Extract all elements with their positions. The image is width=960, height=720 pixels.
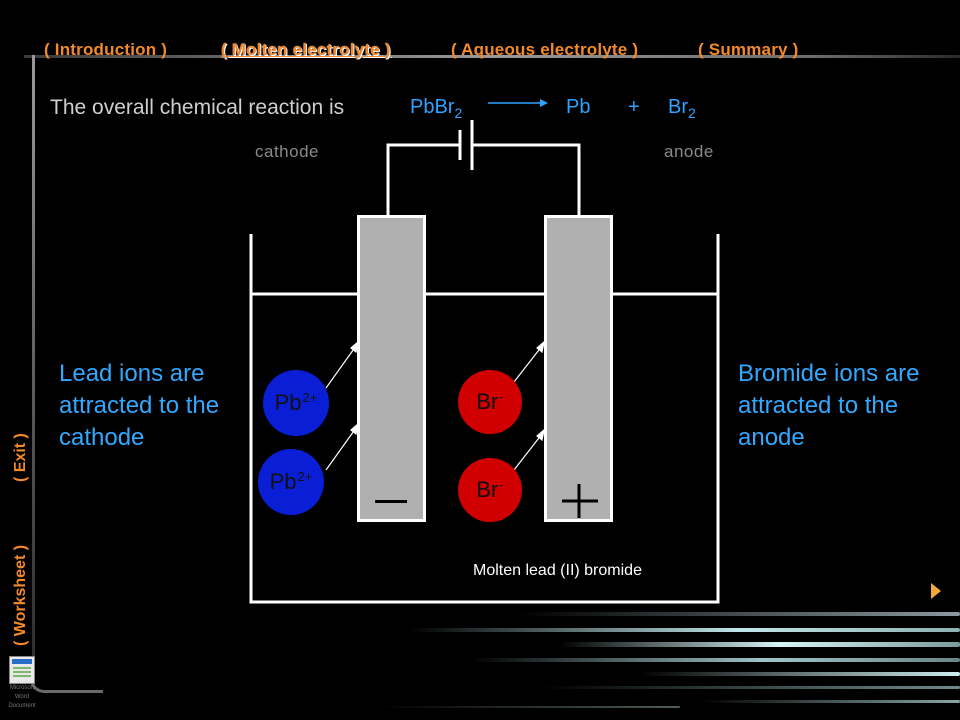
next-arrow-icon[interactable] bbox=[931, 583, 941, 599]
reaction-arrow bbox=[488, 99, 548, 107]
reaction-product-bromine: Br2 bbox=[668, 96, 696, 121]
frame-left-line bbox=[32, 55, 35, 675]
cathode-electrode bbox=[357, 215, 426, 522]
reaction-intro: The overall chemical reaction is bbox=[50, 96, 345, 119]
word-document-caption: Microsoft Word Document bbox=[8, 685, 36, 709]
frame-top-line bbox=[24, 55, 960, 58]
electrolysis-container bbox=[249, 234, 720, 604]
bromide-ion: Br- bbox=[458, 458, 522, 522]
anode-positive-sign bbox=[562, 484, 598, 518]
cathode-label: cathode bbox=[255, 142, 319, 161]
circuit bbox=[386, 120, 581, 218]
nav-exit[interactable]: ( Exit ) bbox=[12, 433, 29, 482]
reaction-product-lead: Pb bbox=[566, 96, 591, 118]
bromide-ion: Br- bbox=[458, 370, 522, 434]
nav-molten-electrolyte[interactable]: ( Molten electrolyte ) bbox=[221, 40, 391, 59]
reaction-reactant: PbBr2 bbox=[410, 96, 463, 121]
nav-worksheet[interactable]: ( Worksheet ) bbox=[12, 544, 29, 646]
anode-label: anode bbox=[664, 142, 714, 161]
ion-arrows bbox=[325, 340, 545, 471]
anode-electrode bbox=[544, 215, 613, 522]
word-document-icon[interactable] bbox=[9, 656, 35, 684]
reaction-plus: + bbox=[628, 96, 640, 118]
electrolyte-label: Molten lead (II) bromide bbox=[473, 562, 642, 579]
nav-summary[interactable]: ( Summary ) bbox=[698, 40, 799, 59]
vertical-nav: ( Worksheet ) ( Exit ) bbox=[6, 410, 36, 650]
lead-ions-explanation: Lead ions are attracted to the cathode bbox=[59, 360, 220, 451]
nav-introduction[interactable]: ( Introduction ) bbox=[44, 40, 168, 59]
cathode-negative-sign bbox=[375, 500, 407, 503]
bromide-ions-explanation: Bromide ions are attracted to the anode bbox=[738, 360, 920, 451]
nav-aqueous-electrolyte[interactable]: ( Aqueous electrolyte ) bbox=[451, 40, 639, 59]
